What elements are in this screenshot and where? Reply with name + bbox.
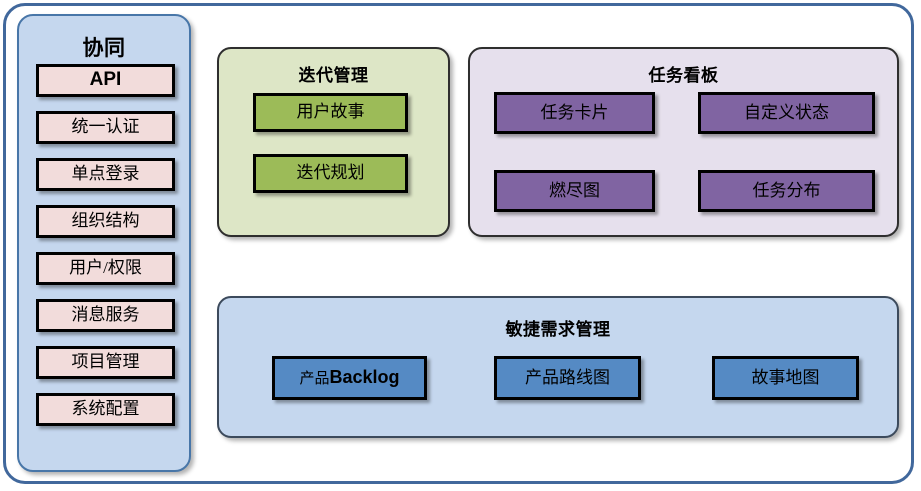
sidebar-item-user-permission[interactable]: 用户/权限 — [36, 252, 175, 285]
taskboard-item-task-distribution-label: 任务分布 — [752, 180, 821, 200]
sidebar-item-system-config[interactable]: 系统配置 — [36, 393, 175, 426]
sidebar-item-message-service-label: 消息服务 — [71, 305, 140, 325]
taskboard-item-task-card[interactable]: 任务卡片 — [494, 92, 655, 134]
panel-task-board[interactable]: 任务看板 任务卡片 自定义状态 燃尽图 任务分布 — [468, 47, 899, 237]
taskboard-item-custom-status[interactable]: 自定义状态 — [698, 92, 875, 134]
panel-collaboration-title: 协同 — [82, 37, 126, 60]
agile-item-product-backlog-label-cn: 产品 — [299, 371, 330, 388]
agile-item-product-backlog-label: 产品Backlog — [299, 367, 400, 388]
panel-task-board-title: 任务看板 — [648, 66, 719, 85]
sidebar-item-unified-auth[interactable]: 统一认证 — [36, 111, 175, 144]
iteration-item-user-story[interactable]: 用户故事 — [253, 93, 408, 132]
agile-item-product-backlog[interactable]: 产品Backlog — [272, 356, 427, 400]
sidebar-item-system-config-label: 系统配置 — [71, 399, 140, 419]
iteration-item-user-story-label: 用户故事 — [296, 102, 365, 122]
sidebar-item-unified-auth-label: 统一认证 — [71, 117, 140, 137]
sidebar-item-message-service[interactable]: 消息服务 — [36, 299, 175, 332]
taskboard-item-burndown-chart-label: 燃尽图 — [549, 180, 600, 200]
sidebar-item-api-label: API — [89, 69, 122, 91]
agile-item-story-map-label: 故事地图 — [751, 367, 820, 387]
sidebar-item-project-management-label: 项目管理 — [71, 352, 140, 372]
agile-item-story-map[interactable]: 故事地图 — [712, 356, 859, 400]
panel-agile-requirements-title: 敏捷需求管理 — [505, 320, 611, 339]
panel-agile-requirements[interactable]: 敏捷需求管理 产品Backlog 产品路线图 故事地图 — [217, 296, 899, 438]
iteration-item-iteration-planning[interactable]: 迭代规划 — [253, 154, 408, 193]
iteration-item-iteration-planning-label: 迭代规划 — [296, 163, 365, 183]
taskboard-item-burndown-chart[interactable]: 燃尽图 — [494, 170, 655, 212]
sidebar-item-org-structure[interactable]: 组织结构 — [36, 205, 175, 238]
taskboard-item-custom-status-label: 自定义状态 — [744, 102, 829, 122]
sidebar-item-project-management[interactable]: 项目管理 — [36, 346, 175, 379]
sidebar-item-sso-label: 单点登录 — [71, 164, 140, 184]
taskboard-item-task-distribution[interactable]: 任务分布 — [698, 170, 875, 212]
panel-iteration-management-title: 迭代管理 — [298, 66, 369, 85]
panel-collaboration[interactable]: 协同 API 统一认证 单点登录 组织结构 用户/权限 消息服务 项目管理 系统… — [17, 14, 191, 472]
sidebar-item-sso[interactable]: 单点登录 — [36, 158, 175, 191]
sidebar-item-org-structure-label: 组织结构 — [71, 211, 140, 231]
agile-item-product-roadmap-label: 产品路线图 — [525, 367, 610, 387]
panel-iteration-management[interactable]: 迭代管理 用户故事 迭代规划 — [217, 47, 450, 237]
taskboard-item-task-card-label: 任务卡片 — [540, 102, 609, 122]
sidebar-item-api[interactable]: API — [36, 64, 175, 97]
agile-item-product-backlog-label-en: Backlog — [329, 367, 400, 388]
agile-item-product-roadmap[interactable]: 产品路线图 — [494, 356, 641, 400]
sidebar-item-user-permission-label: 用户/权限 — [69, 258, 142, 278]
